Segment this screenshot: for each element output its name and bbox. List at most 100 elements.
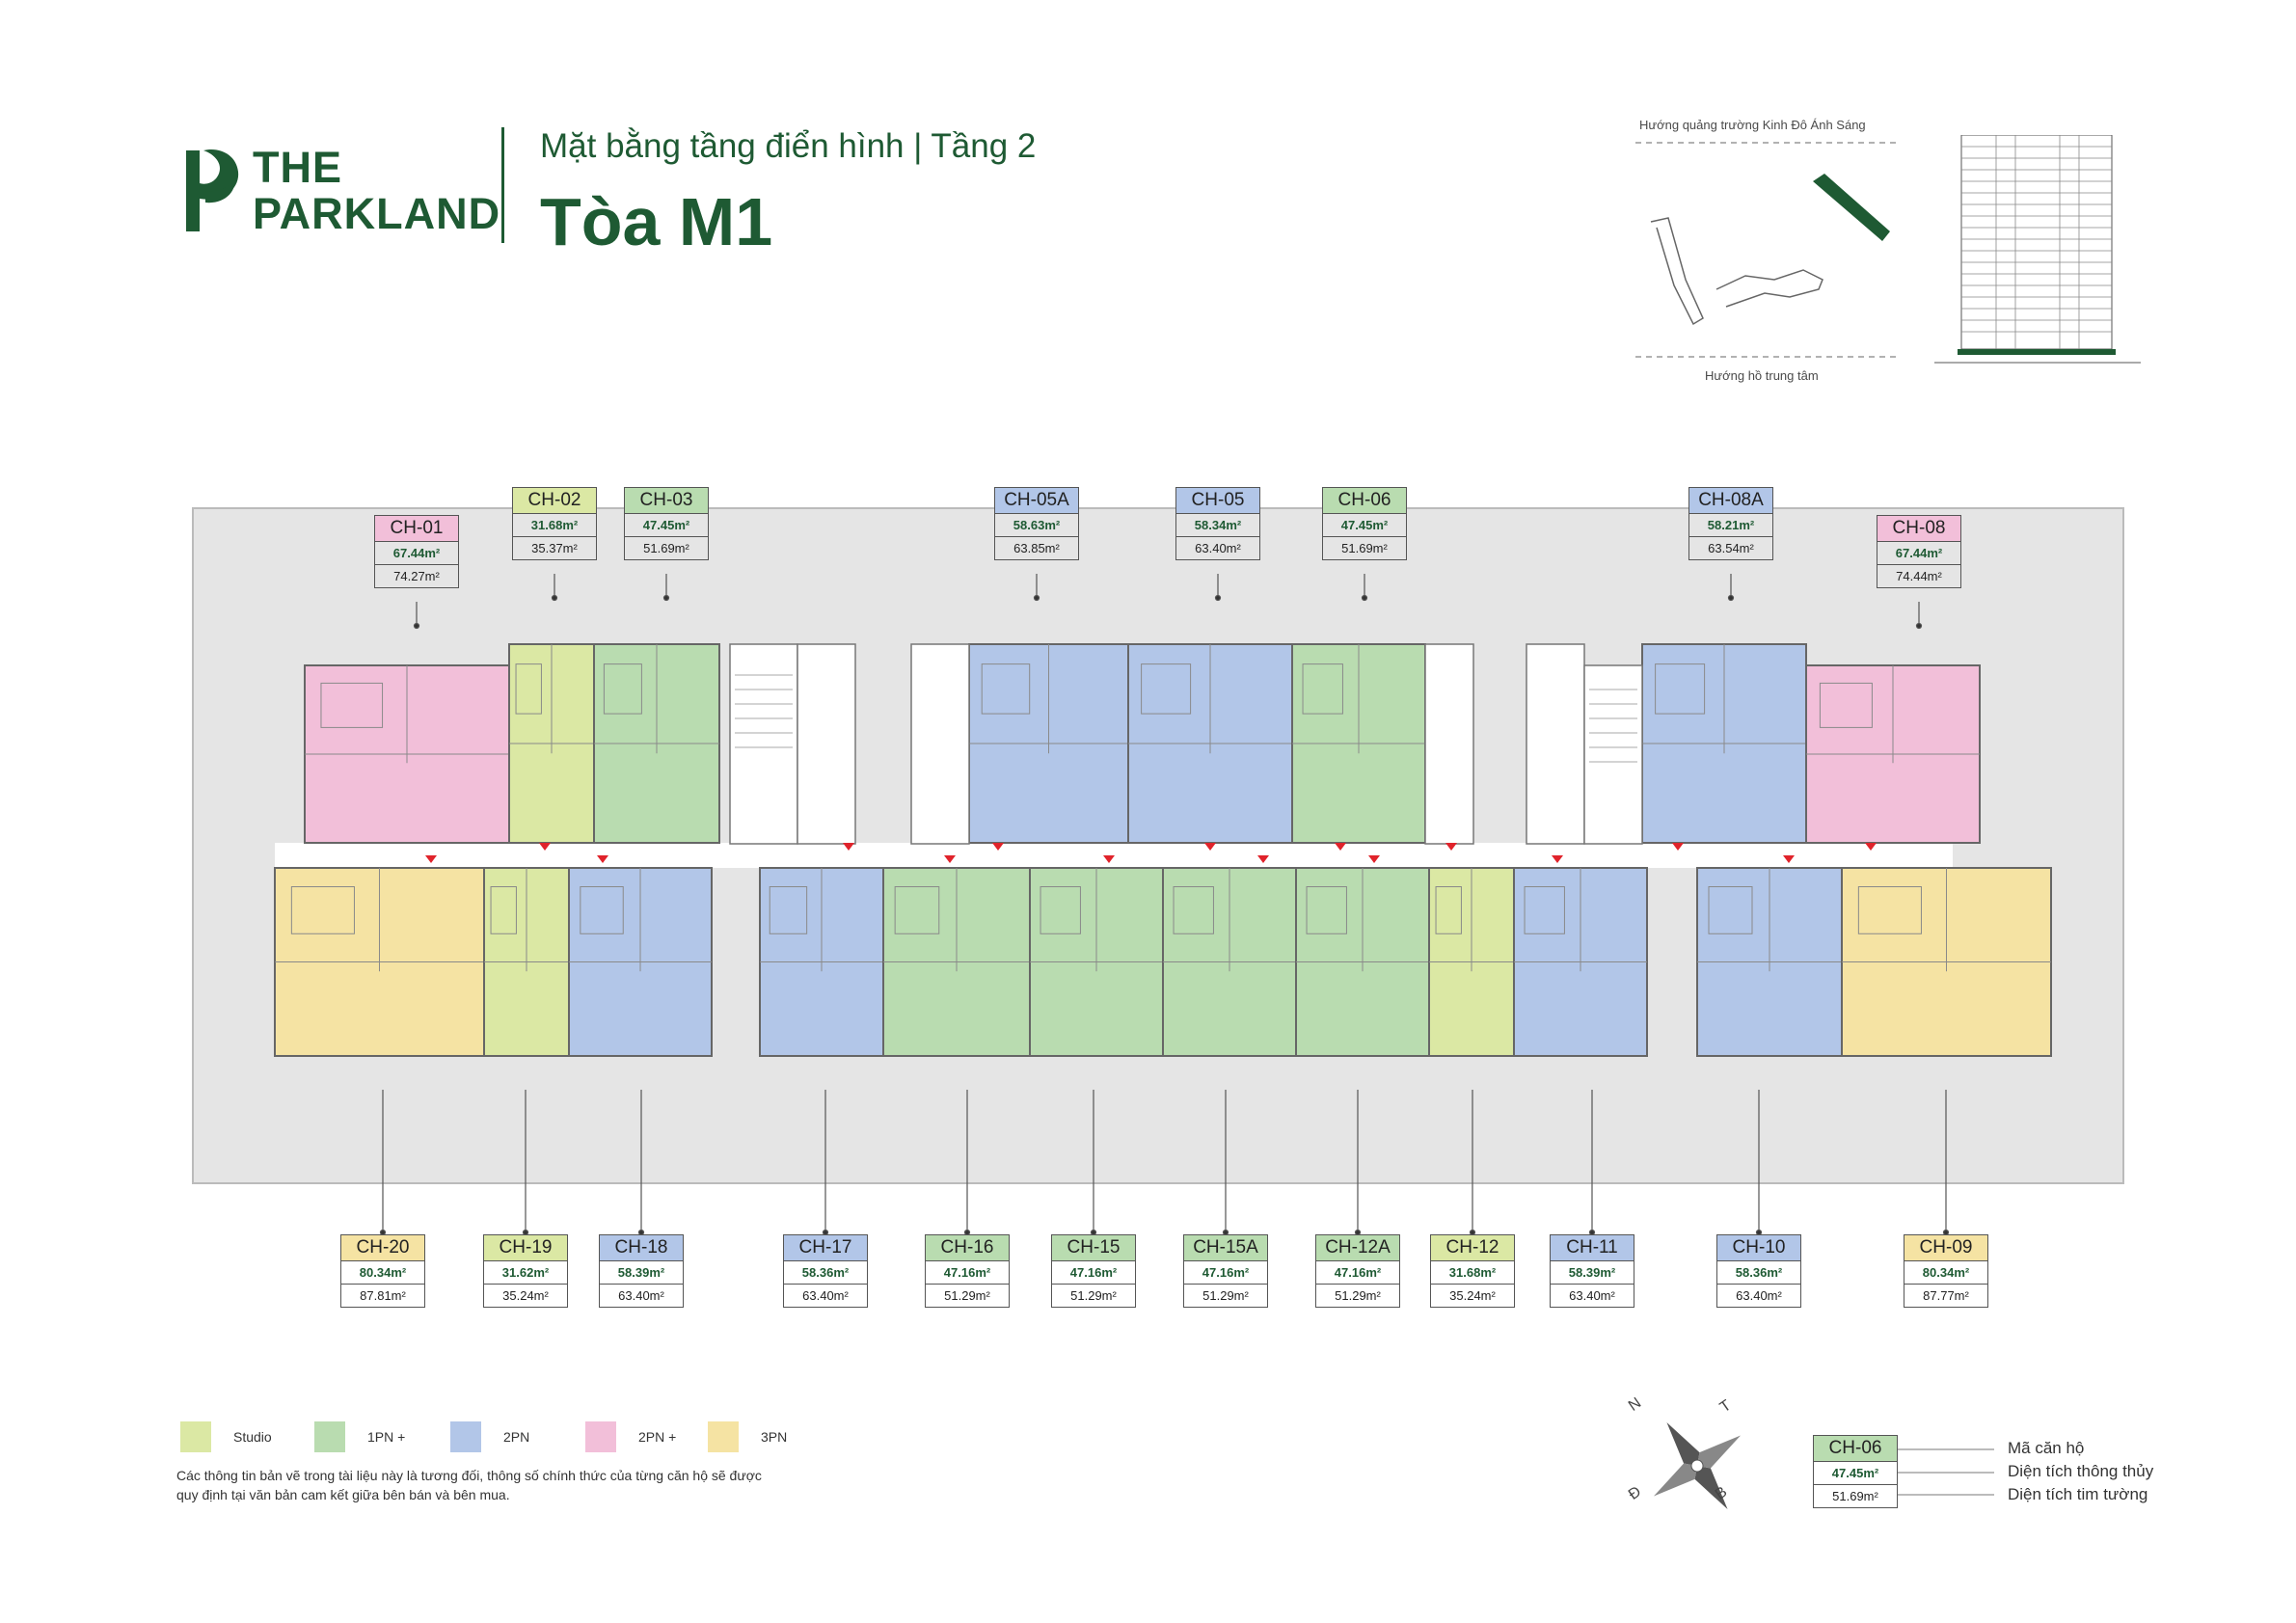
leader-dot (1727, 594, 1735, 602)
legend-label-2pn: 2PN (503, 1429, 530, 1445)
unit-rooms-ch-09 (1842, 868, 2051, 972)
unit-rooms-ch-19 (484, 868, 569, 972)
unit-gross-area: 51.69m² (1322, 537, 1407, 560)
brand-line-2: PARKLAND (253, 189, 501, 238)
entry-marker (1103, 855, 1115, 863)
unit-gross-area: 63.85m² (994, 537, 1079, 560)
leader-dot (1361, 594, 1368, 602)
leader-dot (551, 594, 558, 602)
key-net: 47.45m² (1813, 1462, 1898, 1485)
unit-code: CH-12A (1315, 1234, 1400, 1261)
unit-gross-area: 87.77m² (1904, 1285, 1988, 1308)
legend-swatch-1pn (314, 1421, 345, 1452)
unit-gross-area: 35.24m² (483, 1285, 568, 1308)
unit-gross-area: 35.37m² (512, 537, 597, 560)
unit-net-area: 58.21m² (1688, 514, 1773, 537)
unit-rooms-ch-18 (569, 868, 712, 972)
elevator-core-right (1526, 643, 1585, 845)
key-gross-desc: Diện tích tim tường (2008, 1485, 2148, 1503)
compass-icon (1653, 1421, 1742, 1510)
unit-code: CH-08A (1688, 487, 1773, 514)
unit-gross-area: 51.29m² (1051, 1285, 1136, 1308)
entry-marker (944, 855, 956, 863)
entry-marker (1783, 855, 1795, 863)
entry-marker (1552, 855, 1563, 863)
unit-net-area: 47.45m² (1322, 514, 1407, 537)
unit-net-area: 47.16m² (1183, 1261, 1268, 1285)
unit-net-area: 47.16m² (1051, 1261, 1136, 1285)
unit-rooms-ch-17 (760, 868, 883, 972)
leader-dot (1915, 622, 1923, 630)
unit-rooms-ch-08a (1642, 644, 1806, 754)
stair-core-right-b (1583, 664, 1643, 845)
unit-rooms-ch-06 (1292, 644, 1425, 754)
unit-code: CH-03 (624, 487, 709, 514)
leader-dot (662, 594, 670, 602)
header-divider (501, 127, 504, 243)
unit-net-area: 58.39m² (1550, 1261, 1634, 1285)
legend-swatch-2pn_plus (585, 1421, 616, 1452)
unit-rooms-ch-12 (1429, 868, 1514, 972)
unit-rooms-ch-05 (1128, 644, 1292, 754)
unit-net-area: 47.16m² (925, 1261, 1010, 1285)
unit-gross-area: 51.29m² (925, 1285, 1010, 1308)
unit-code: CH-08 (1877, 515, 1961, 542)
unit-rooms-ch-11 (1514, 868, 1647, 972)
page-title: Tòa M1 (540, 184, 773, 259)
legend-swatch-studio (180, 1421, 211, 1452)
unit-net-area: 47.16m² (1315, 1261, 1400, 1285)
elevator-core-mid (910, 643, 970, 845)
key-leaders (1898, 1448, 1994, 1496)
unit-gross-area: 87.81m² (340, 1285, 425, 1308)
unit-gross-area: 63.40m² (783, 1285, 868, 1308)
unit-rooms-ch-05a (969, 644, 1128, 754)
unit-gross-area: 63.54m² (1688, 537, 1773, 560)
parkland-logo (186, 149, 239, 231)
leader-dot (1033, 594, 1040, 602)
leader-dot (1214, 594, 1222, 602)
unit-rooms-ch-15 (1030, 868, 1163, 972)
unit-code: CH-19 (483, 1234, 568, 1261)
unit-net-area: 31.68m² (1430, 1261, 1515, 1285)
stair-core-right-a (1424, 643, 1474, 845)
site-bottom-direction: Hướng hồ trung tâm (1705, 368, 1819, 383)
unit-net-area: 58.34m² (1175, 514, 1260, 537)
unit-rooms-ch-15a (1163, 868, 1296, 972)
entry-marker (1335, 843, 1346, 851)
entry-marker (1865, 843, 1877, 851)
legend-label-1pn: 1PN + (367, 1429, 406, 1445)
unit-gross-area: 63.40m² (1716, 1285, 1801, 1308)
stair-core-left (729, 643, 798, 845)
unit-code: CH-11 (1550, 1234, 1634, 1261)
disclaimer: Các thông tin bản vẽ trong tài liệu này … (176, 1468, 762, 1502)
unit-gross-area: 74.44m² (1877, 565, 1961, 588)
unit-rooms-ch-03 (594, 644, 719, 754)
brand-line-1: THE (253, 143, 342, 192)
site-top-direction: Hướng quảng trường Kinh Đô Ánh Sáng (1639, 118, 1866, 132)
unit-code: CH-20 (340, 1234, 425, 1261)
unit-net-area: 58.36m² (1716, 1261, 1801, 1285)
unit-code: CH-17 (783, 1234, 868, 1261)
unit-rooms-ch-16 (883, 868, 1030, 972)
